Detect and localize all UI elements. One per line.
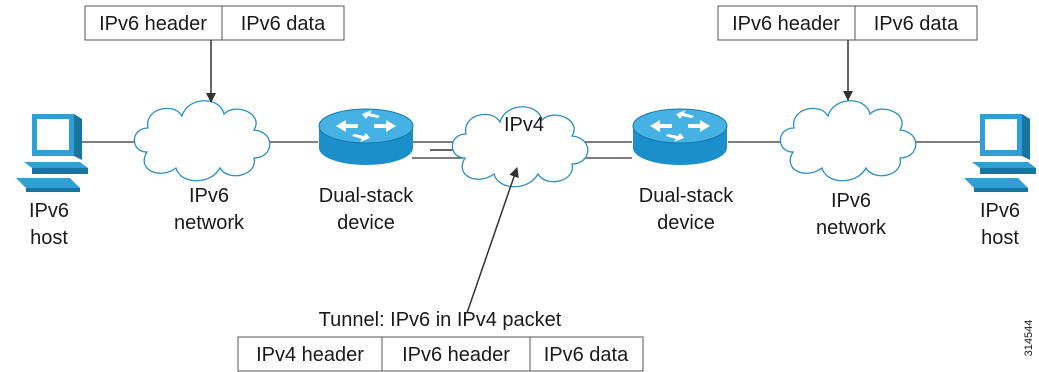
packet-right: IPv6 header IPv6 data: [717, 5, 978, 41]
device-left-line1: Dual-stack: [319, 185, 414, 207]
host-right-line1: IPv6: [980, 200, 1020, 222]
host-left-label: IPv6 host: [29, 200, 69, 249]
ipv4-cloud: IPv4: [451, 106, 589, 188]
packet-left-field-header: IPv6 header: [99, 13, 207, 35]
packet-tunnel: IPv4 header IPv6 header IPv6 data: [237, 336, 644, 372]
packet-left-field-data: IPv6 data: [241, 13, 326, 35]
network-right-label: IPv6 network: [816, 190, 887, 239]
cloud-icon: [133, 100, 271, 182]
computer-icon: [964, 114, 1036, 192]
packet-left: IPv6 header IPv6 data: [84, 5, 345, 41]
device-right-line1: Dual-stack: [639, 185, 734, 207]
host-right-label: IPv6 host: [980, 200, 1020, 249]
tunnel-caption: Tunnel: IPv6 in IPv4 packet: [319, 309, 562, 331]
packet-right-field-header: IPv6 header: [732, 13, 840, 35]
host-left-line2: host: [30, 227, 68, 249]
device-right-line2: device: [657, 212, 715, 234]
network-left-label: IPv6 network: [174, 185, 245, 234]
device-right-label: Dual-stack device: [639, 185, 734, 234]
router-icon: [632, 108, 728, 166]
computer-icon: [16, 114, 88, 192]
network-left-line1: IPv6: [189, 185, 229, 207]
arrow-tunnel-packet: [466, 167, 519, 314]
packet-tunnel-field-ipv6-header: IPv6 header: [402, 344, 510, 366]
ipv4-cloud-label: IPv4: [504, 114, 544, 136]
network-right-line2: network: [816, 217, 887, 239]
packet-tunnel-field-ipv4-header: IPv4 header: [256, 344, 364, 366]
figure-id: 314544: [1023, 320, 1035, 357]
network-right-line1: IPv6: [831, 190, 871, 212]
host-right-line2: host: [981, 227, 1019, 249]
cloud-icon: [779, 100, 917, 182]
packet-right-field-data: IPv6 data: [874, 13, 959, 35]
router-icon: [318, 108, 414, 166]
host-left-line1: IPv6: [29, 200, 69, 222]
packet-tunnel-field-ipv6-data: IPv6 data: [544, 344, 629, 366]
device-left-line2: device: [337, 212, 395, 234]
network-left-line2: network: [174, 212, 245, 234]
device-left-label: Dual-stack device: [319, 185, 414, 234]
